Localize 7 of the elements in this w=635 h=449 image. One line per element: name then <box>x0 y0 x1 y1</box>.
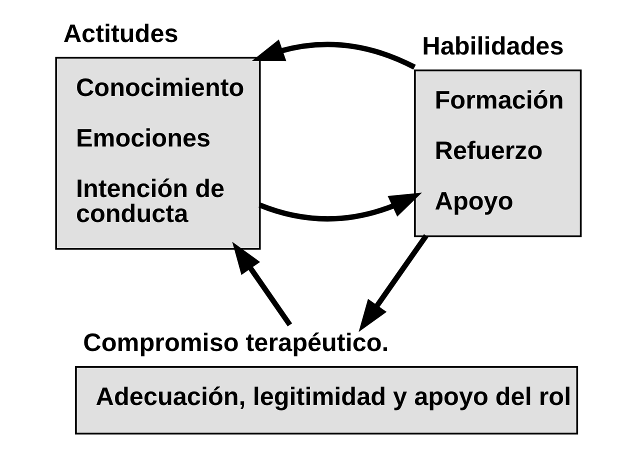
node-label: Actitudes <box>62 20 178 48</box>
arrow <box>258 192 422 222</box>
arrow <box>251 40 416 70</box>
arrow <box>232 242 292 326</box>
node-label: Habilidades <box>422 32 564 60</box>
node-label: Compromiso terapéutico. <box>82 329 388 358</box>
arrow <box>358 234 428 332</box>
